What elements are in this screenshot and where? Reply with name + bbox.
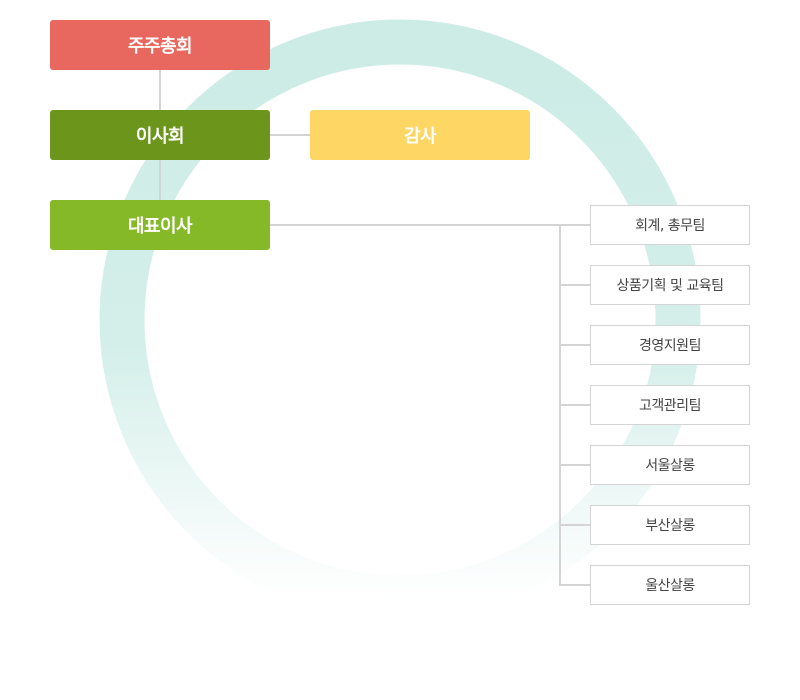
connector-team-branch [560, 344, 590, 346]
shareholders-box: 주주총회 [50, 20, 270, 70]
connector-team-branch [560, 284, 590, 286]
team-customer-care: 고객관리팀 [590, 385, 750, 425]
connector-shareholders-board [159, 70, 161, 110]
connector-team-branch [560, 464, 590, 466]
connector-team-branch [560, 404, 590, 406]
team-management-support: 경영지원팀 [590, 325, 750, 365]
team-ulsan-salon: 울산살롱 [590, 565, 750, 605]
connector-ceo-trunk [270, 224, 590, 226]
team-seoul-salon: 서울살롱 [590, 445, 750, 485]
connector-board-auditor [270, 134, 310, 136]
auditor-box: 감사 [310, 110, 530, 160]
team-accounting: 회계, 총무팀 [590, 205, 750, 245]
board-box: 이사회 [50, 110, 270, 160]
team-product-planning: 상품기획 및 교육팀 [590, 265, 750, 305]
connector-team-branch [560, 584, 590, 586]
connector-team-branch [560, 524, 590, 526]
team-busan-salon: 부산살롱 [590, 505, 750, 545]
connector-board-ceo [159, 160, 161, 200]
ceo-box: 대표이사 [50, 200, 270, 250]
